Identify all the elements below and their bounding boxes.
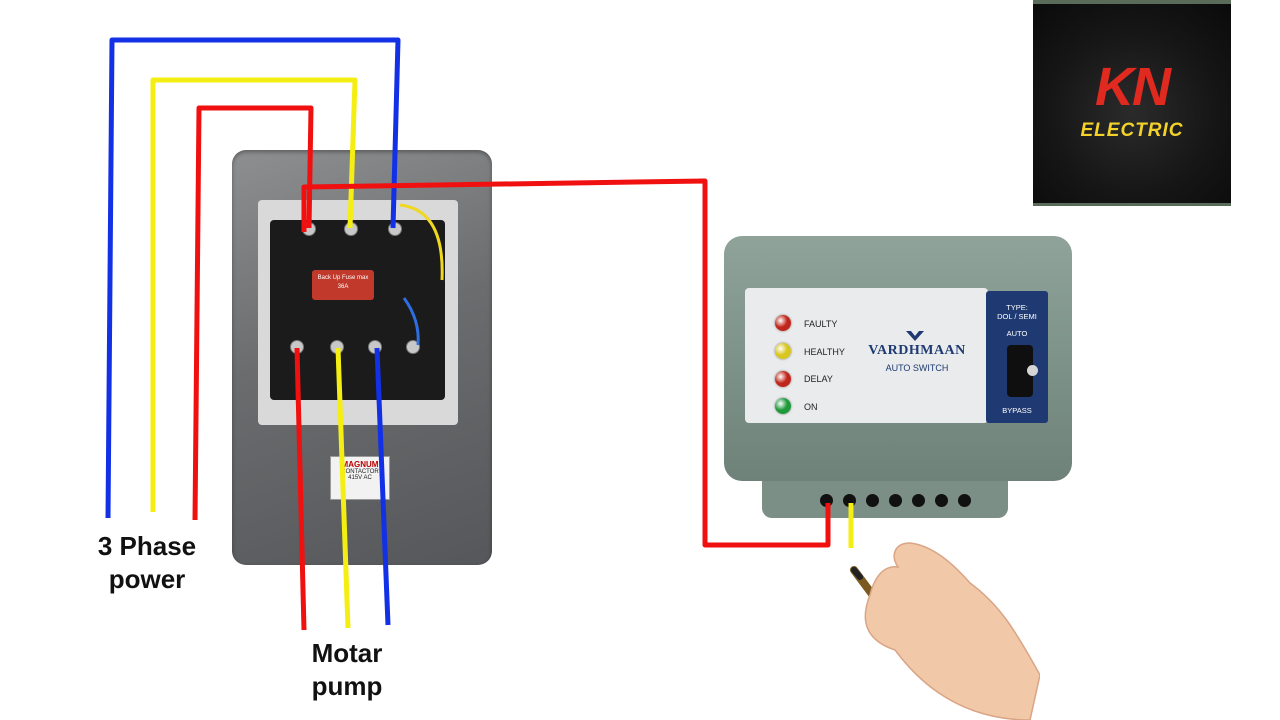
- nameplate-brand: MAGNUM: [341, 460, 379, 469]
- auto-label: AUTO: [1006, 329, 1028, 338]
- healthy-led: [775, 343, 791, 359]
- switch-terminal: [912, 494, 925, 507]
- red-motor-wire: [294, 347, 307, 631]
- kn-electric-logo: KN ELECTRIC: [1033, 0, 1231, 206]
- faulty-label: FAULTY: [804, 319, 838, 329]
- switch-terminal: [935, 494, 948, 507]
- on-led: [775, 398, 791, 414]
- motor-label: Motar pump: [292, 637, 402, 702]
- toggle-knob: [1027, 365, 1038, 376]
- supply-label-line2: power: [108, 563, 186, 594]
- on-label: ON: [804, 402, 818, 412]
- type-label-line2: DOL / SEMI: [997, 312, 1037, 321]
- brand-subtitle: AUTO SWITCH: [885, 363, 949, 373]
- healthy-label: HEALTHY: [804, 347, 845, 357]
- switch-terminal: [889, 494, 902, 507]
- brand-logo-icon: [906, 331, 924, 341]
- overload-relay: Back Up Fuse max 36A: [312, 270, 374, 300]
- red-supply-wire: [192, 105, 314, 521]
- bypass-label: BYPASS: [1002, 406, 1032, 415]
- switch-terminal: [958, 494, 971, 507]
- logo-mark: KN: [1095, 57, 1171, 117]
- nameplate-line1: CONTACTOR: [341, 469, 379, 475]
- faulty-led: [775, 315, 791, 331]
- blue-supply-wire: [105, 37, 401, 519]
- overload-text: Back Up Fuse max 36A: [317, 275, 369, 290]
- hand-with-pen-icon: [850, 542, 1040, 720]
- logo-text: ELECTRIC: [1080, 120, 1184, 141]
- switch-terminal: [866, 494, 879, 507]
- nameplate-line2: 415V AC: [348, 475, 372, 481]
- yellow-motor-wire: [335, 347, 351, 629]
- control-wire-blue-loop: [402, 297, 420, 346]
- yellow-supply-wire: [150, 77, 358, 512]
- supply-label-line1: 3 Phase: [97, 531, 197, 561]
- terminal-screw: [406, 340, 420, 354]
- supply-label: 3 Phase power: [82, 530, 212, 595]
- delay-led: [775, 371, 791, 387]
- control-wire-yellow-loop: [399, 203, 444, 281]
- blue-motor-wire: [374, 347, 391, 626]
- motor-label-line1: Motar: [311, 638, 383, 668]
- motor-label-line2: pump: [311, 670, 383, 701]
- delay-label: DELAY: [804, 374, 833, 384]
- type-label-line1: TYPE:: [1006, 303, 1028, 312]
- brand-name: VARDHMAAN: [868, 343, 966, 358]
- red-control-wire: [301, 178, 831, 548]
